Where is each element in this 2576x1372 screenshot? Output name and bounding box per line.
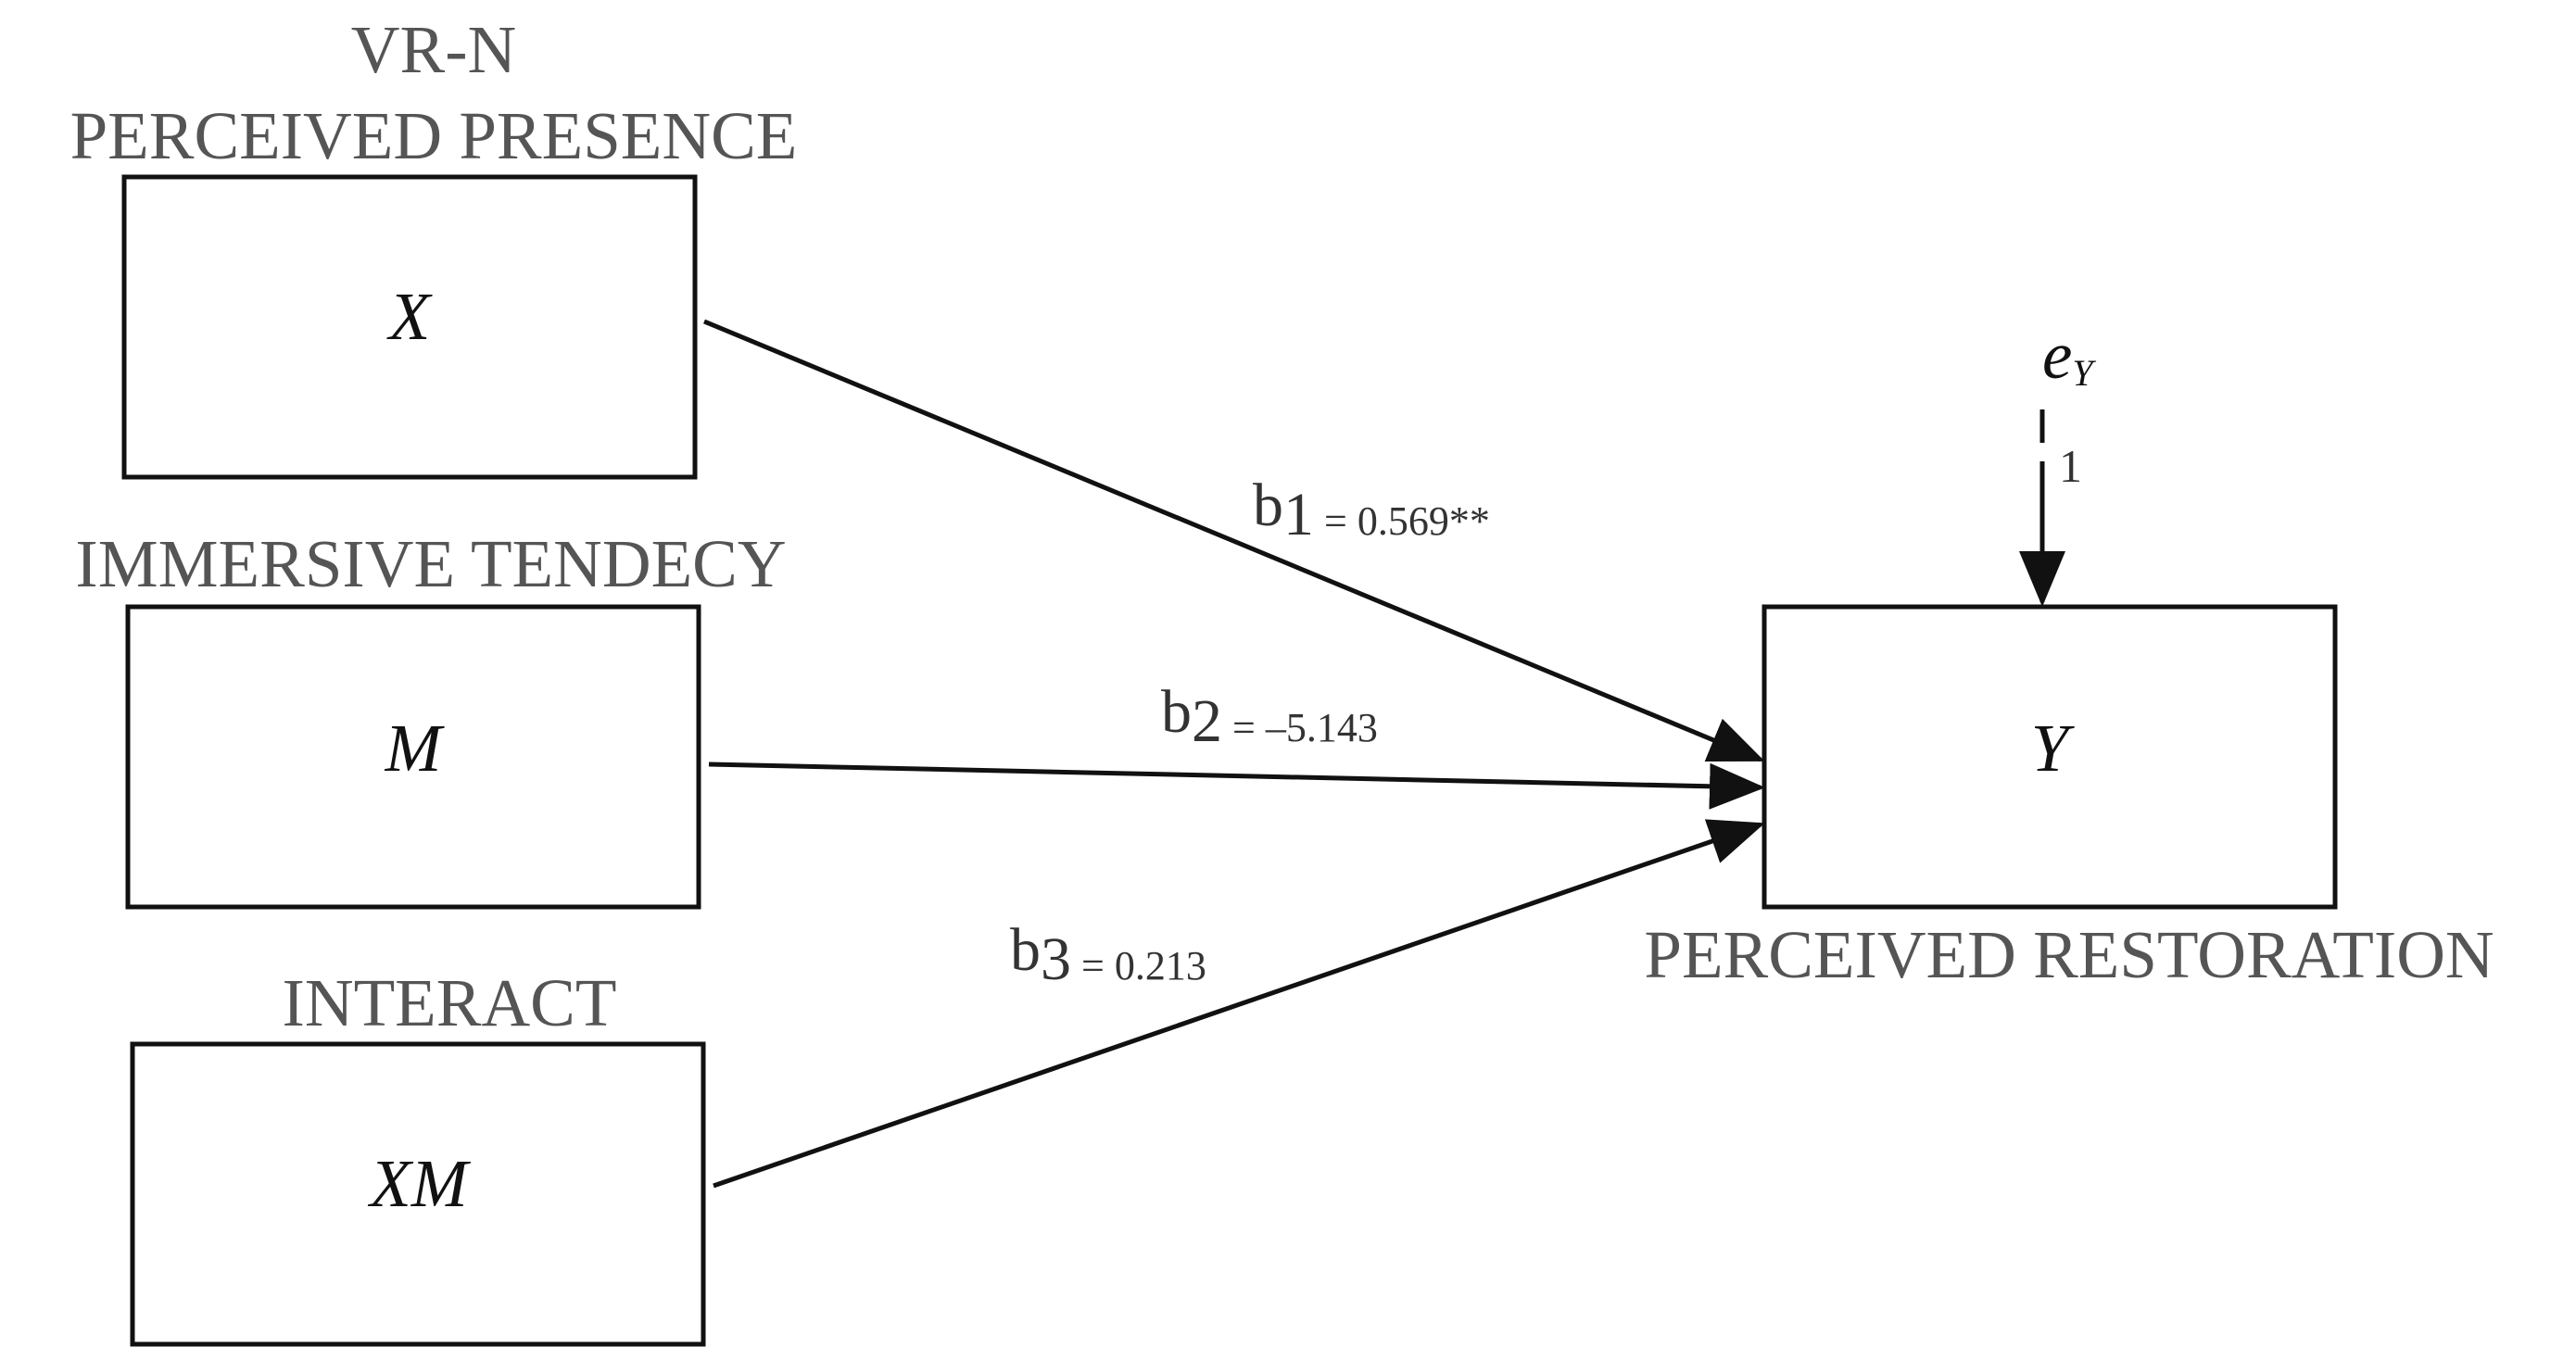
error-symbol: e [2042,318,2072,393]
coefficient-b1: b1 = 0.569** [1253,472,1490,548]
x-node-text: X [386,279,433,354]
x-node: X [121,174,698,480]
coef-b3-value: = 0.213 [1071,943,1206,988]
coef-b3-index: 3 [1041,925,1071,993]
x-group-label: VR-N [351,12,516,87]
coefficient-b2: b2 = –5.143 [1161,678,1378,755]
y-variable-label: PERCEIVED RESTORATION [1644,917,2494,992]
y-node-text: Y [2031,711,2076,786]
m-node-text: M [385,711,446,786]
coef-b2-symbol: b [1161,678,1192,746]
coef-b2-value: = –5.143 [1222,705,1378,750]
coef-b2-index: 2 [1192,687,1222,755]
coef-b1-value: = 0.569** [1314,498,1490,544]
xm-node: XM [130,1041,706,1347]
xm-node-text: XM [367,1146,472,1221]
m-variable-label: IMMERSIVE TENDECY [75,526,786,601]
y-node: Y [1762,604,2338,910]
error-term: eY [2042,318,2096,394]
coef-b1-symbol: b [1253,472,1283,539]
xm-variable-label: INTERACT [283,965,617,1040]
coef-b1-index: 1 [1283,481,1314,548]
error-subscript: Y [2072,352,2096,394]
x-variable-label: PERCEIVED PRESENCE [70,98,798,173]
path-x-to-y [703,319,1765,762]
path-m-to-y [708,762,1765,810]
path-xm-to-y [713,819,1765,1189]
m-node: M [125,604,701,910]
coef-b3-symbol: b [1010,916,1041,984]
error-weight: 1 [2059,440,2082,492]
coefficient-b3: b3 = 0.213 [1010,916,1206,993]
